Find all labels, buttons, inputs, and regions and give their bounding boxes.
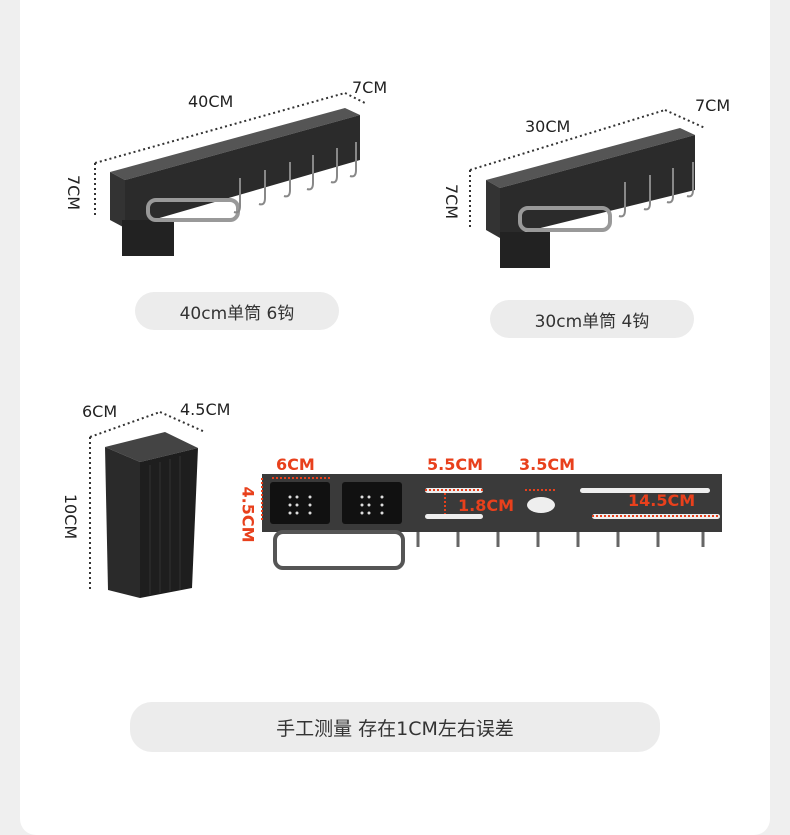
cup-width: 6CM	[82, 402, 118, 421]
rack-30-label: 30cm单筒 4钩	[490, 300, 694, 338]
panel-knife-slot: 5.5CM	[427, 455, 484, 474]
rack-40-width: 40CM	[188, 92, 234, 111]
cup-depth: 4.5CM	[180, 400, 231, 419]
measurement-note: 手工测量 存在1CM左右误差	[130, 702, 660, 752]
rack-30-width: 30CM	[525, 117, 571, 136]
rack-30-depth: 7CM	[695, 96, 731, 115]
rack-40-depth: 7CM	[352, 78, 388, 97]
panel-slot-height: 4.5CM	[238, 486, 258, 543]
rack-40-label: 40cm单筒 6钩	[135, 292, 339, 330]
panel-slot-gap: 1.8CM	[458, 496, 515, 515]
panel-oval: 3.5CM	[519, 455, 576, 474]
panel-slot-width: 6CM	[276, 455, 315, 474]
panel-long-slot: 14.5CM	[628, 491, 696, 510]
